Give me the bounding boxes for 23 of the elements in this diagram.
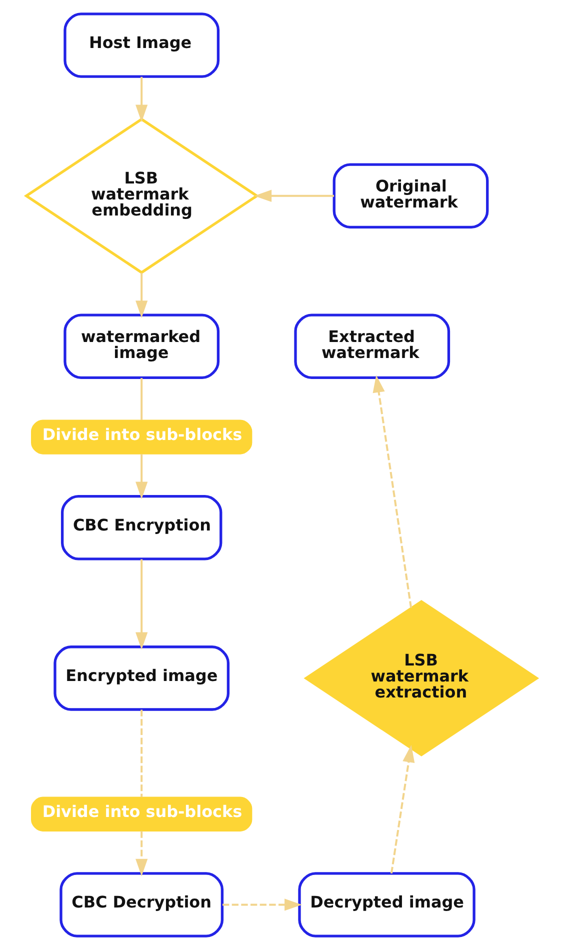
node-box: CBC Encryption <box>60 494 222 560</box>
arrow <box>135 76 148 122</box>
arrow <box>372 375 412 608</box>
arrow <box>254 190 334 202</box>
node-box: Divide into sub-blocks <box>30 420 252 454</box>
node-diamond: LSB watermark extraction <box>303 600 539 756</box>
node-box: Decrypted image <box>298 872 475 938</box>
node-box: watermarked image <box>63 314 220 380</box>
arrow <box>135 559 148 650</box>
connector <box>140 710 142 798</box>
node-box: Extracted watermark <box>294 314 450 380</box>
arrow <box>222 898 302 911</box>
node-box: Original watermark <box>332 163 488 228</box>
node-box: CBC Decryption <box>59 872 224 938</box>
arrow <box>135 272 148 318</box>
arrow <box>135 831 148 876</box>
node-box: Encrypted image <box>53 646 230 711</box>
node-box: Host Image <box>63 12 220 78</box>
connector <box>140 378 142 420</box>
arrow <box>390 744 414 874</box>
arrow <box>135 454 148 500</box>
node-box: Divide into sub-blocks <box>30 796 252 832</box>
node-diamond: LSB watermark embedding <box>23 118 259 274</box>
